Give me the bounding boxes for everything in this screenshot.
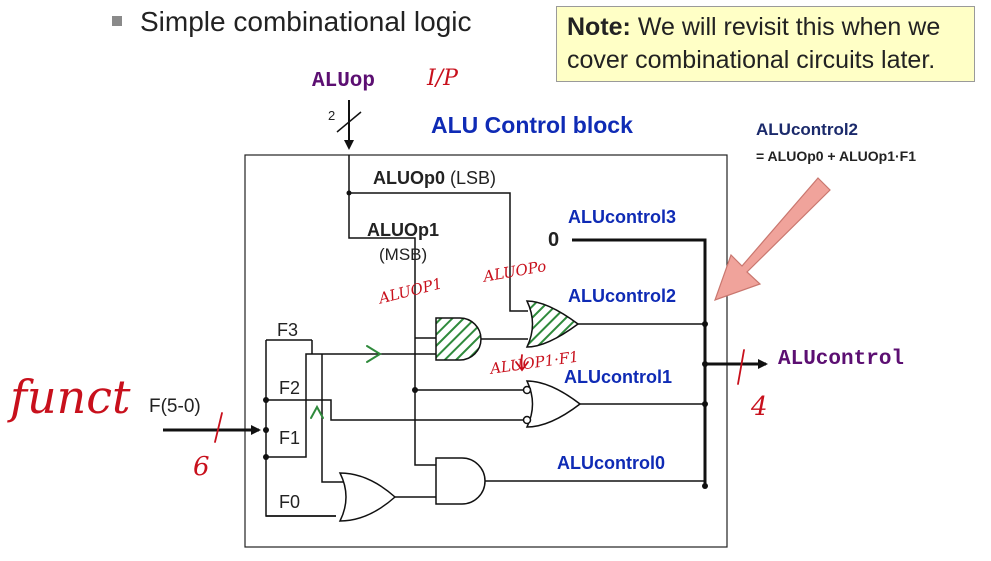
note-box: Note: We will revisit this when we cover… [556,6,975,82]
aluop1-msb-label: (MSB) [379,245,428,264]
f-input-label: F(5-0) [149,396,201,417]
output-label-control0: ALUcontrol0 [557,453,665,473]
handwritten-funct: funct [10,370,131,424]
nor-gate-control1 [525,380,582,428]
aluop-input-label: ALUop [312,70,376,93]
handwritten-four: 4 [751,392,768,422]
output-label-control1: ALUcontrol1 [564,367,672,387]
aluop0-label: ALUOp0 (LSB) [373,168,497,188]
bus-slash-icon [336,111,362,133]
inverter-bubble-icon [522,415,532,425]
f-bus-wires [265,339,523,517]
note-text: We will revisit this when we cover combi… [567,13,941,74]
f2-label: F2 [279,378,301,398]
bus-width-label: 2 [328,108,336,123]
or-gate-f3-f0 [338,472,397,522]
handwritten-green-marks [310,345,382,419]
output-label-control3: ALUcontrol3 [568,207,676,227]
aluop-wires [348,155,528,466]
and-gate-control0 [435,457,486,505]
callout-arrow-icon [714,177,831,301]
handwritten-six: 6 [193,452,210,482]
f0-label: F0 [279,492,301,512]
bullet-text: Simple combinational logic [140,6,472,37]
handwritten-ip: I/P [427,66,458,91]
f1-label: F1 [279,428,301,448]
output-label: ALUcontrol [778,348,905,371]
control3-wire [572,238,707,324]
output-label-control2: ALUcontrol2 [568,286,676,306]
bullet-item: Simple combinational logic [112,6,472,38]
note-label: Note: [567,13,631,41]
block-title: ALU Control block [431,112,633,138]
callout-formula: = ALUOp0 + ALUOp1·F1 [756,148,916,164]
or-gate-control2 [525,300,580,348]
inverter-bubble-icon [522,385,532,395]
bullet-square-icon [112,15,122,26]
control-block-outline [244,154,728,548]
and-gate-aluop1-f1 [435,317,482,361]
constant-zero: 0 [548,229,560,251]
aluop1-label: ALUOp1 [367,220,439,240]
callout-title: ALUcontrol2 [756,120,858,139]
handwritten-marks [214,349,745,443]
f3-label: F3 [277,320,299,340]
